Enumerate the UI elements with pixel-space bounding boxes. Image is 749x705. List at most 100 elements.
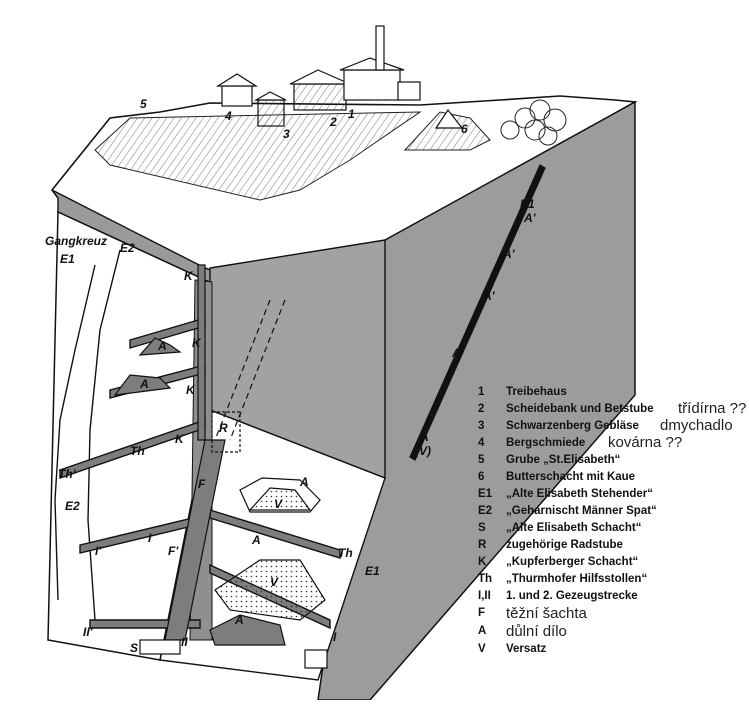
legend-key: V <box>478 643 486 655</box>
shaft-dashed <box>214 299 271 441</box>
label-s: S <box>130 641 138 655</box>
label-v-mid: V <box>274 497 283 511</box>
legend-text: „Alte Elisabeth Schacht“ <box>506 522 642 534</box>
shaft-f <box>164 439 226 641</box>
shaft-s-base <box>139 639 181 655</box>
label-f-top: F <box>198 477 206 491</box>
legend-note: těžní šachta <box>506 605 587 622</box>
legend-key: 3 <box>478 420 485 432</box>
legend-text: 1. und 2. Gezeugstrecke <box>506 590 638 602</box>
legend-text: Scheidebank und Betstube <box>506 403 654 415</box>
shaft-e1-inclined <box>409 164 546 461</box>
spoil-heap <box>94 111 422 201</box>
legend-key: Th <box>478 573 493 585</box>
label-a-mid-1: A <box>299 475 309 489</box>
label-k1: K <box>184 269 194 283</box>
legend-key: E1 <box>478 488 493 500</box>
legend-text: zugehörige Radstube <box>506 539 623 551</box>
label-a-right-3: A' <box>482 289 496 303</box>
deposit-a-low <box>209 614 286 646</box>
legend-text: Schwarzenberg Gebläse <box>506 420 639 432</box>
legend-note: dmychadlo <box>660 417 733 434</box>
label-th-mid: Th <box>130 444 145 458</box>
deposit-a-left-1 <box>138 337 182 356</box>
legend-key: 2 <box>478 403 485 415</box>
label-a-mid-2: A <box>251 533 261 547</box>
label-building-3: 3 <box>283 127 290 141</box>
deposit-a-left-2 <box>113 374 172 396</box>
legend-text: „Geharnischt Männer Spat“ <box>506 505 657 517</box>
label-e2-left: E2 <box>65 499 80 513</box>
label-building-5: 5 <box>140 97 147 111</box>
label-e1-bottom: E1 <box>365 564 380 578</box>
vein-e1-line <box>54 264 96 601</box>
legend-text: Butterschacht mit Kaue <box>506 471 636 483</box>
label-i-left-2: I' <box>95 544 102 558</box>
building-2-sorting <box>293 83 347 111</box>
legend-key: E2 <box>478 505 493 517</box>
label-e1-right: E1 <box>520 197 535 211</box>
label-ii-left: II' <box>83 625 94 639</box>
label-th-left: Th' <box>58 467 77 481</box>
deposit-a-mid <box>239 477 321 513</box>
vein-e2-line <box>87 249 121 621</box>
legend-key: A <box>478 625 487 637</box>
legend-key: K <box>478 556 487 568</box>
shaft-k <box>197 264 206 441</box>
label-th-right: Th <box>338 546 353 560</box>
legend-text: Versatz <box>506 643 547 655</box>
label-a-right-4: A' <box>451 346 465 360</box>
surface-buildings <box>215 25 464 129</box>
label-k2: K <box>192 336 202 350</box>
label-building-4: 4 <box>224 109 232 123</box>
label-k3: K <box>186 383 196 397</box>
legend-text: „Kupferberger Schacht“ <box>506 556 639 568</box>
building-shed <box>397 81 421 101</box>
label-ii-mid: II <box>181 635 188 649</box>
wheel-chamber-r <box>211 411 241 453</box>
drift-i-right-end <box>304 649 328 669</box>
building-4-smithy <box>221 85 253 107</box>
label-a-v: A <box>419 430 429 444</box>
ore-deposits <box>113 337 326 646</box>
legend-text: „Alte Elisabeth Stehender“ <box>506 488 653 500</box>
legend-key: I,II <box>478 590 491 602</box>
label-a-left-1: A <box>157 339 167 353</box>
label-building-1: 1 <box>348 107 355 121</box>
label-v-low: V <box>270 575 279 589</box>
diagram-label-group: Gangkreuz E1 E2 E1 E2 E1 K K K K A' A' A… <box>45 97 537 655</box>
label-building-6: 6 <box>461 122 468 136</box>
shaft-dashed-2 <box>229 299 286 441</box>
spoil-heap-right <box>403 111 491 151</box>
deposit-v-mid <box>248 487 312 511</box>
deposit-v-low <box>214 559 326 621</box>
building-1-winding-house <box>343 69 401 101</box>
trees <box>500 99 567 146</box>
label-a-low: A <box>234 613 244 627</box>
label-a-left-2: A <box>139 377 149 391</box>
legend-key: R <box>478 539 487 551</box>
label-a-v-2: (V) <box>415 444 431 458</box>
label-building-2: 2 <box>329 115 337 129</box>
label-a-right-1: A' <box>523 211 537 225</box>
label-a-right-2: A' <box>502 247 516 261</box>
chimney <box>375 25 385 71</box>
legend-note: kovárna ?? <box>608 434 683 451</box>
building-3-blower <box>257 99 285 127</box>
legend-key: 4 <box>478 437 485 449</box>
legend-key: 5 <box>478 454 485 466</box>
label-i-left: I <box>148 531 152 545</box>
legend-key: 1 <box>478 386 485 398</box>
label-e1-top: E1 <box>60 252 75 266</box>
legend-key: 6 <box>478 471 485 483</box>
building-6-butter-shaft <box>434 108 464 129</box>
legend-note: důlní dílo <box>506 623 567 640</box>
label-e2-top: E2 <box>120 241 135 255</box>
legend-text: Bergschmiede <box>506 437 586 449</box>
legend-text: Grube „St.Elisabeth“ <box>506 454 621 466</box>
label-k4: K <box>175 432 185 446</box>
legend-text: Treibehaus <box>506 386 567 398</box>
legend-key: F <box>478 607 486 619</box>
